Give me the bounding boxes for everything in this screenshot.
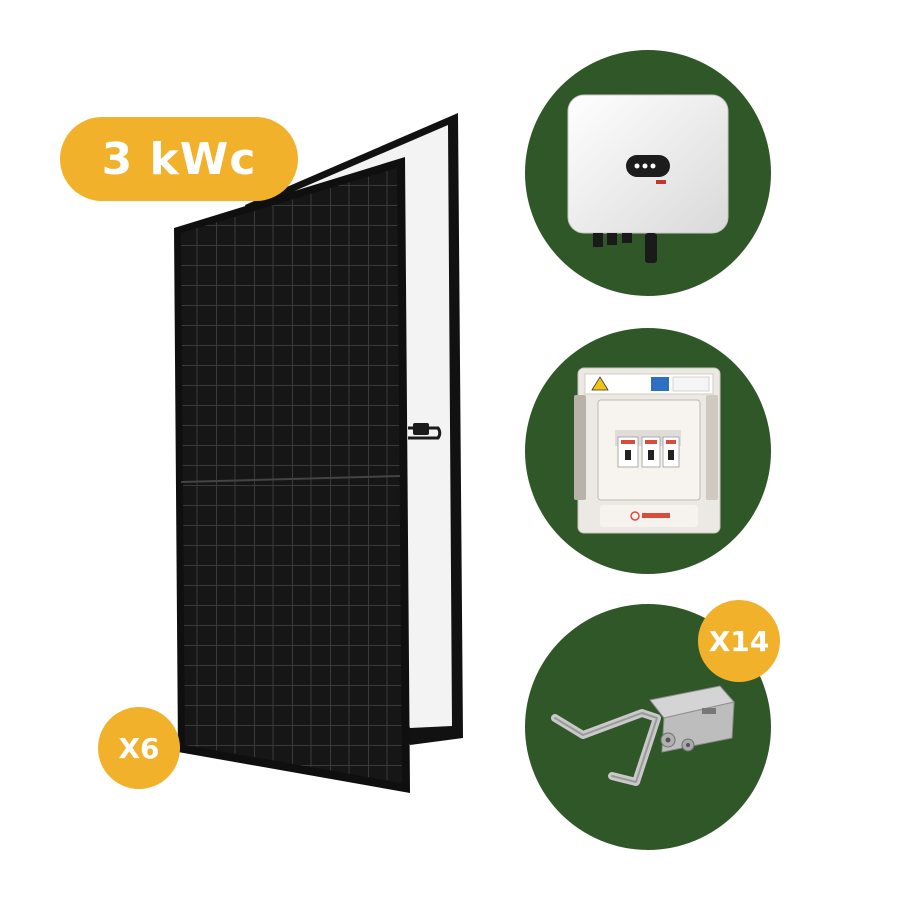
protection-box-icon <box>574 367 721 534</box>
mount-quantity-badge: X14 <box>698 600 780 682</box>
roof-hook-icon <box>551 685 735 786</box>
inverter-icon <box>567 94 729 263</box>
inverter-circle <box>525 50 771 296</box>
power-badge: 3 kWc <box>60 117 298 201</box>
panel-quantity-badge: X6 <box>98 707 180 789</box>
solar-panel-icon <box>174 157 410 793</box>
protection-box-circle <box>525 328 771 574</box>
